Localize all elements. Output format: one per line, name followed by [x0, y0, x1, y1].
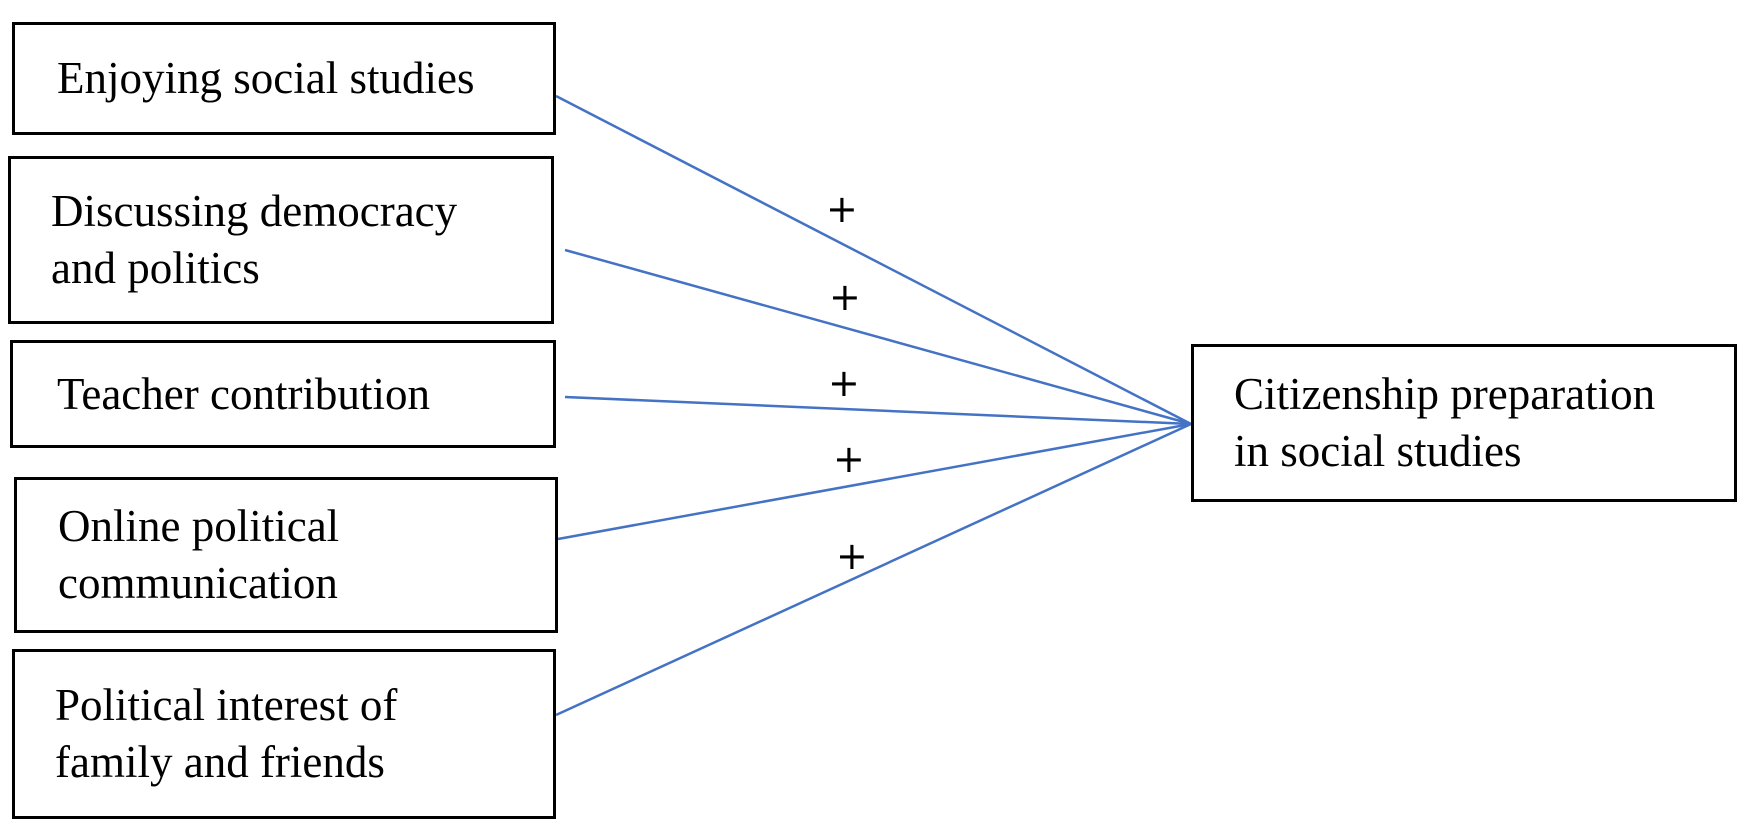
outcome-box-citizenship-preparation: Citizenship preparation in social studie…	[1191, 344, 1737, 502]
predictor-box-online-political-communication: Online political communication	[14, 477, 558, 633]
predictor-box-enjoying-social-studies: Enjoying social studies	[12, 22, 556, 135]
connector-line-political-interest	[555, 422, 1192, 717]
predictor-box-teacher-contribution: Teacher contribution	[10, 340, 556, 448]
predictor-label: Enjoying social studies	[57, 53, 475, 103]
positive-sign-discussing-democracy: +	[829, 275, 861, 319]
connector-line-enjoying-social-studies	[555, 94, 1192, 426]
connector-line-discussing-democracy	[564, 248, 1192, 426]
connector-line-online-political-communication	[557, 422, 1192, 541]
predictor-box-political-interest: Political interest of family and friends	[12, 649, 556, 819]
positive-sign-teacher-contribution: +	[828, 361, 860, 405]
positive-sign-enjoying-social-studies: +	[826, 187, 858, 231]
predictor-label: Political interest of family and friends	[55, 680, 398, 787]
connector-line-teacher-contribution	[564, 395, 1192, 426]
predictor-box-discussing-democracy: Discussing democracy and politics	[8, 156, 554, 324]
positive-sign-political-interest: +	[836, 534, 868, 578]
predictor-label: Discussing democracy and politics	[51, 186, 458, 293]
predictor-label: Teacher contribution	[57, 368, 430, 419]
outcome-label: Citizenship preparation in social studie…	[1234, 369, 1656, 476]
positive-sign-online-political-communication: +	[833, 437, 865, 481]
predictor-label: Online political communication	[58, 501, 340, 608]
